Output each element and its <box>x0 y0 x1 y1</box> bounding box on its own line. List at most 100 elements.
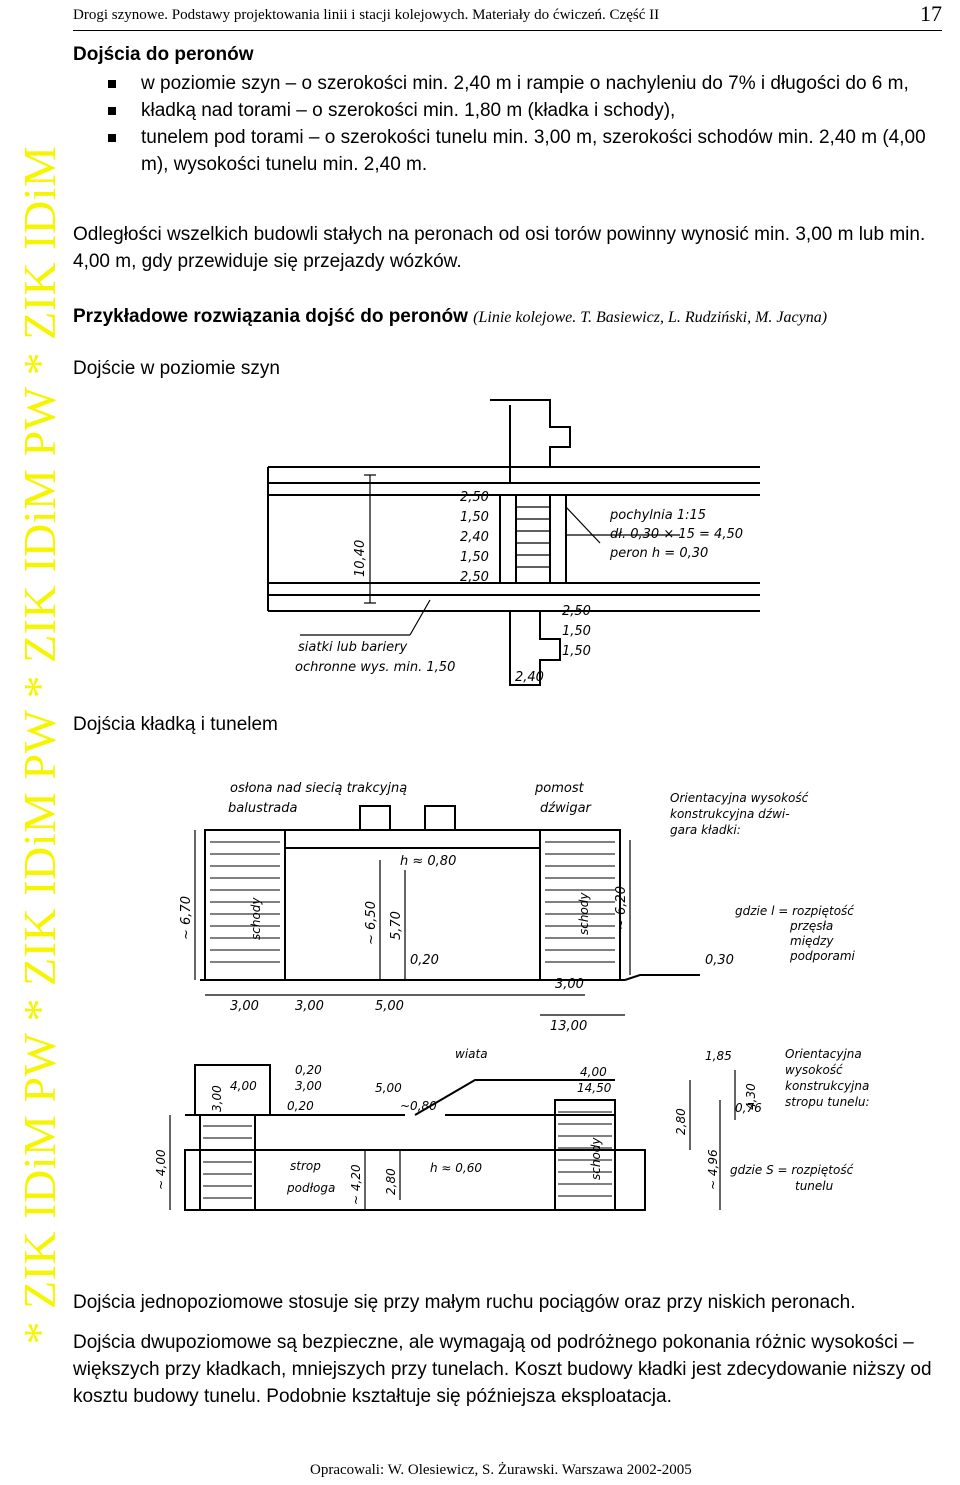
height-label: ~ 6,50 <box>364 901 379 945</box>
tunnel-structure <box>184 1064 646 1211</box>
dim-label: 3,00 <box>295 1079 322 1093</box>
platform-label: peron h = 0,30 <box>609 546 708 561</box>
dim-label: 1,50 <box>562 644 591 659</box>
railing-label: balustrada <box>228 801 298 816</box>
footbridge-diagram: osłona nad siecią trakcyjną balustrada p… <box>179 781 856 1034</box>
roof-label: wiata <box>455 1047 488 1061</box>
dim-label: ~0,80 <box>400 1099 437 1113</box>
header-title: Drogi szynowe. Podstawy projektowania li… <box>73 7 660 23</box>
page-number: 17 <box>920 1 942 26</box>
note-line: konstrukcyjna <box>785 1079 869 1093</box>
dim-label: 2,40 <box>460 530 489 545</box>
dim-label: 1,50 <box>460 550 489 565</box>
dim-label: 1,85 <box>705 1049 732 1063</box>
stairs-label: schody <box>589 1137 603 1180</box>
section-title: Dojścia do peronów <box>73 44 254 65</box>
footbridge-dimensions <box>194 830 631 1016</box>
dim-label: 14,50 <box>577 1081 612 1095</box>
platform-outline <box>490 399 571 686</box>
dim-label: 3,00 <box>555 977 584 992</box>
level-crossing-diagram: 2,50 1,50 2,40 1,50 2,50 2,50 1,50 1,50 … <box>267 399 760 686</box>
dim-label: 2,50 <box>562 604 591 619</box>
dim-label: 0,20 <box>287 1099 314 1113</box>
list-item: kładką nad torami – o szerokości min. 1,… <box>108 97 938 124</box>
floor-label: podłoga <box>286 1181 335 1195</box>
note-line: gdzie S = rozpiętość <box>730 1163 854 1177</box>
height-label: ~ 6,20 <box>614 886 629 930</box>
dim-label: 3,00 <box>295 999 324 1014</box>
dim-label: 4,30 <box>744 1083 758 1110</box>
hs-label: h ≈ 0,60 <box>430 1161 482 1175</box>
ceiling-label: strop <box>290 1159 321 1173</box>
note-line: przęsła <box>789 919 833 933</box>
dim-label: 1,50 <box>460 510 489 525</box>
hd-label: h ≈ 0,80 <box>400 854 456 869</box>
bridge-tunnel-subtitle: Dojścia kładką i tunelem <box>73 714 278 735</box>
note-line: podporami <box>789 949 856 963</box>
dim-label: 2,40 <box>515 670 544 685</box>
dim-label: 0,20 <box>410 953 439 968</box>
level-crossing-subtitle: Dojście w poziomie szyn <box>73 358 280 379</box>
footbridge-structure <box>200 805 700 981</box>
dim-label: 4,00 <box>230 1079 257 1093</box>
page-footer: Opracowali: W. Olesiewicz, S. Żurawski. … <box>310 1462 692 1478</box>
list-item: tunelem pod torami – o szerokości tunelu… <box>108 124 938 178</box>
dim-label: ~ 4,20 <box>349 1164 363 1205</box>
dim-label: 1,50 <box>562 624 591 639</box>
note-line: Orientacyjna <box>785 1047 862 1061</box>
dim-label: 4,00 <box>580 1065 607 1079</box>
dim-label: ~ 4,00 <box>154 1149 168 1190</box>
dimension-lines <box>300 474 431 636</box>
barrier-label: ochronne wys. min. 1,50 <box>295 660 455 675</box>
examples-title: Przykładowe rozwiązania dojść do peronów <box>73 306 468 327</box>
slope-label: pochylnia 1:15 <box>609 508 706 523</box>
examples-heading: Przykładowe rozwiązania dojść do peronów… <box>73 306 827 328</box>
note-line: tunelu <box>795 1179 834 1193</box>
stairs-label: schody <box>249 897 263 940</box>
dim-label: 2,50 <box>460 570 489 585</box>
slope-hatching <box>516 506 680 568</box>
width-label: 10,40 <box>353 540 368 577</box>
length-label: dł. 0,30 × 15 = 4,50 <box>610 527 743 542</box>
tunnel-dimensions <box>169 1070 736 1210</box>
dim-label: 2,80 <box>674 1108 688 1135</box>
bullet-icon <box>108 80 116 88</box>
stairs-label: schody <box>577 892 591 935</box>
dim-label: 2,50 <box>460 490 489 505</box>
barrier-label: siatki lub bariery <box>298 640 407 655</box>
bullet-icon <box>108 107 116 115</box>
dim-label: 0,20 <box>295 1063 322 1077</box>
dim-label: 0,30 <box>705 953 734 968</box>
requirements-list: w poziomie szyn – o szerokości min. 2,40… <box>108 70 938 178</box>
dim-label: 3,00 <box>210 1085 224 1112</box>
height-label: ~ 6,70 <box>179 896 194 940</box>
note-line: gara kładki: <box>670 823 741 837</box>
dim-label: 3,00 <box>230 999 259 1014</box>
girder-label: dźwigar <box>540 801 593 816</box>
dim-label: 2,80 <box>384 1168 398 1195</box>
dim-label: 13,00 <box>550 1019 587 1034</box>
note-line: konstrukcyjna dźwi- <box>670 807 790 821</box>
height-label: 5,70 <box>389 911 404 940</box>
note-line: stropu tunelu: <box>785 1095 870 1109</box>
dim-label: ~ 4,96 <box>706 1149 720 1190</box>
note-line: wysokość <box>785 1063 843 1077</box>
tunnel-stair-hatching <box>203 1111 612 1199</box>
conclusion-single-level: Dojścia jednopoziomowe stosuje się przy … <box>73 1292 856 1313</box>
tunnel-diagram: wiata 0,20 3,00 0,20 4,00 5,00 ~0,80 3,0… <box>154 1047 870 1211</box>
deck-label: pomost <box>534 781 585 796</box>
distance-note: Odległości wszelkich budowli stałych na … <box>73 224 926 272</box>
examples-source: (Linie kolejowe. T. Basiewicz, L. Rudziń… <box>473 309 828 326</box>
bullet-icon <box>108 134 116 142</box>
note-line: Orientacyjna wysokość <box>670 791 809 805</box>
note-line: między <box>790 934 834 948</box>
conclusion-two-level: Dojścia dwupoziomowe są bezpieczne, ale … <box>73 1332 932 1407</box>
watermark: * ZIK IDiM PW * ZIK IDiM PW * ZIK IDiM P… <box>14 145 65 1345</box>
page-header: Drogi szynowe. Podstawy projektowania li… <box>73 1 942 31</box>
cover-label: osłona nad siecią trakcyjną <box>230 781 407 796</box>
list-item: w poziomie szyn – o szerokości min. 2,40… <box>108 70 938 97</box>
dim-label: 5,00 <box>375 1081 402 1095</box>
stair-hatching <box>210 841 615 963</box>
note-line: gdzie l = rozpiętość <box>735 904 854 918</box>
dim-label: 0,76 <box>735 1101 762 1115</box>
